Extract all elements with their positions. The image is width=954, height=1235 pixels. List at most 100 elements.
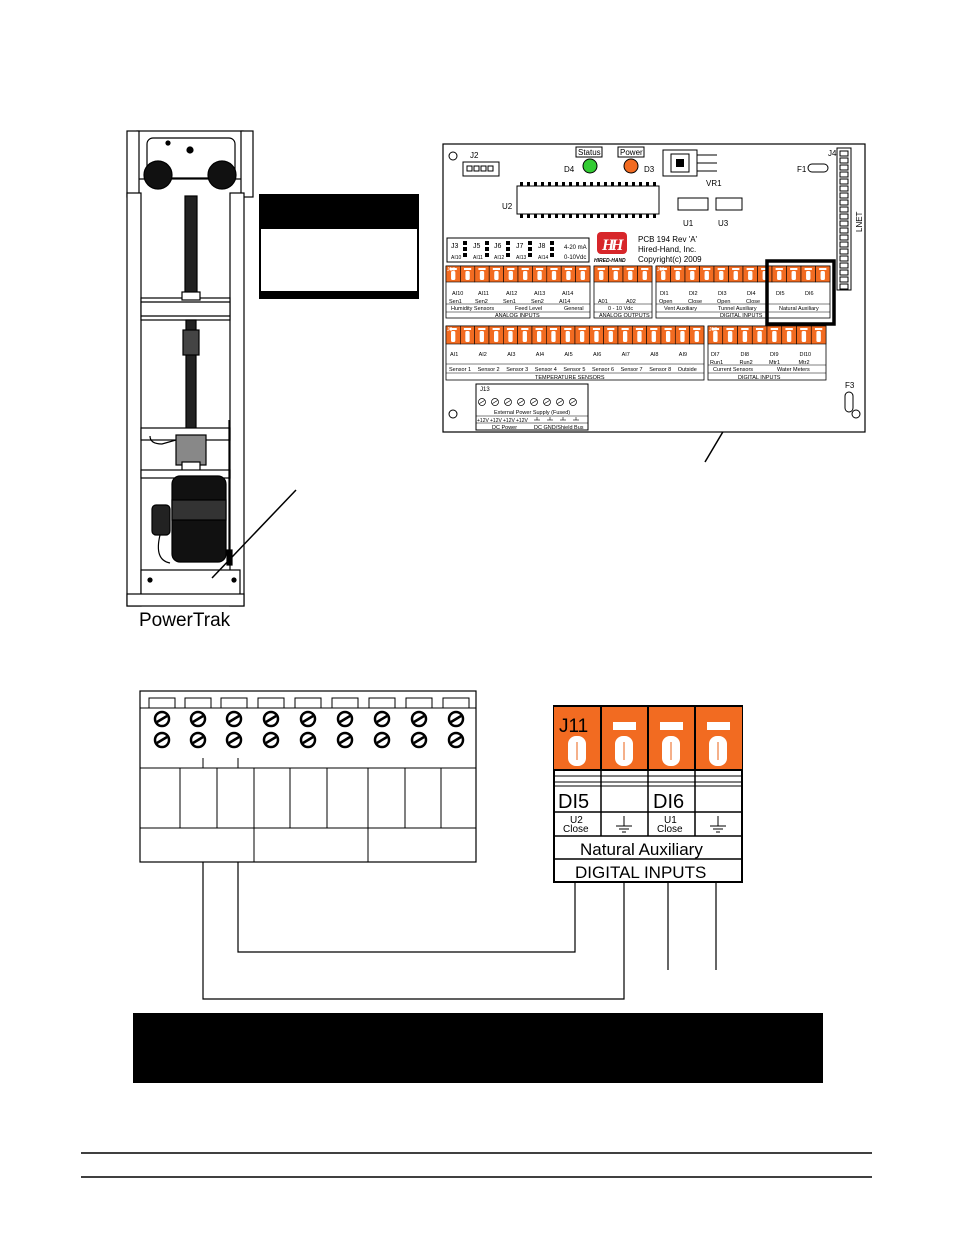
terminal-screw	[742, 331, 748, 342]
temp-label: AI7	[622, 352, 630, 358]
svg-text:HIRED-HAND: HIRED-HAND	[594, 258, 626, 264]
terminal-slot	[711, 328, 720, 330]
terminal-slot	[755, 328, 764, 330]
terminal-screw	[719, 271, 724, 280]
terminal-slot	[674, 268, 682, 270]
terminal-slot	[521, 328, 529, 330]
terminal-slot	[564, 328, 572, 330]
ground-icon	[616, 816, 632, 833]
chip-pin	[527, 182, 530, 186]
terminal-slot	[659, 268, 667, 270]
terminal-slot	[220, 697, 248, 709]
terminal-slot	[761, 268, 769, 270]
chip-pin	[597, 214, 600, 218]
ai-label: AI10	[452, 291, 463, 297]
di-label: DI6	[805, 291, 814, 297]
terminal-screw	[494, 271, 499, 280]
terminal-slot	[626, 268, 634, 270]
chip-pin	[639, 182, 642, 186]
terminal-screw	[733, 271, 738, 280]
header-pin	[839, 164, 849, 171]
temp-label: AI9	[679, 352, 687, 358]
header-pin	[839, 199, 849, 206]
terminal-slot	[678, 328, 687, 330]
terminal-slot	[814, 328, 823, 330]
terminal-slot	[819, 268, 827, 270]
temp-sensor: Outside	[678, 367, 697, 373]
dig-footer: DIGITAL INPUTS	[738, 375, 781, 381]
ao-group: 0 - 10 Vdc	[608, 306, 633, 312]
pointer-line-powertrak	[211, 489, 297, 579]
terminal-slot	[770, 328, 779, 330]
terminal-slot	[607, 328, 615, 330]
chip-pin	[583, 182, 586, 186]
di-sublabel: Open	[717, 299, 730, 305]
jumper-pin	[463, 241, 467, 245]
terminal-slot	[449, 328, 457, 330]
ref-u2: U2	[502, 202, 513, 211]
header-pin	[839, 255, 849, 262]
power-led-icon	[623, 158, 639, 174]
temp-label: AI5	[564, 352, 572, 358]
terminal-slot	[464, 268, 472, 270]
di-label: DI4	[747, 291, 756, 297]
terminal-screw	[637, 331, 642, 342]
terminal-screw	[599, 271, 604, 280]
terminal-screw	[694, 331, 699, 342]
connector-label: J8	[447, 327, 453, 333]
chip-pin	[576, 214, 579, 218]
chip-pin	[646, 214, 649, 218]
temp-sensor: Sensor 6	[592, 367, 614, 373]
di-sublabel: Open	[659, 299, 672, 305]
temp-sensor: Sensor 8	[649, 367, 671, 373]
terminal-slot	[506, 328, 515, 330]
terminal-slot	[641, 268, 649, 270]
ai-group: Feed Level	[515, 306, 542, 312]
j11-group-label: Natural Auxiliary	[580, 840, 703, 859]
terminal-screw	[777, 271, 782, 280]
temp-label: AI6	[593, 352, 601, 358]
jumper-pin	[506, 253, 510, 257]
ai-label: AI11	[478, 291, 489, 297]
power-label: Power	[620, 148, 643, 157]
temp-footer: TEMPERATURE SENSORS	[535, 375, 605, 381]
di-label: DI5	[776, 291, 785, 297]
chip-pin	[618, 182, 621, 186]
terminal-slot	[612, 268, 620, 270]
chip-pin	[653, 182, 656, 186]
ai-sublabel: Sen2	[475, 299, 488, 305]
ai-sublabel: Sen2	[531, 299, 544, 305]
terminal-screw	[465, 331, 470, 342]
ai-group: General	[564, 306, 584, 312]
terminal-screw	[580, 271, 585, 280]
chip-pin	[555, 214, 558, 218]
jumper-sublabel: AI11	[473, 255, 483, 261]
terminal-slot	[257, 697, 285, 709]
terminal-screw	[451, 331, 456, 342]
chip-pin	[583, 214, 586, 218]
terminal-slot	[693, 328, 701, 330]
terminal-slot	[746, 268, 754, 270]
ai-label: AI12	[506, 291, 517, 297]
caption-bar	[133, 1013, 823, 1083]
chip-pin	[520, 214, 523, 218]
pcb-info-2: Hired-Hand, Inc.	[638, 245, 696, 254]
terminal-slot	[592, 328, 601, 330]
jumper-label: J5	[473, 243, 481, 250]
pcb-board: J2 Status D4 Power D3 VR1 U2 U1 U3	[442, 143, 866, 433]
temp-sensor: Sensor 3	[506, 367, 528, 373]
terminal-slot	[707, 722, 730, 730]
terminal-slot	[688, 268, 696, 270]
terminal-slot	[148, 697, 176, 709]
j13-pin-label: +12V	[503, 418, 515, 424]
jumper-pin	[485, 241, 489, 245]
j13-label: J13	[480, 387, 490, 393]
chip-pin	[576, 182, 579, 186]
ao-label: A02	[626, 299, 636, 305]
chip-pin	[625, 214, 628, 218]
chip-pin	[534, 214, 537, 218]
di-group: Vent Auxiliary	[664, 306, 697, 312]
terminal-slot	[703, 268, 711, 270]
header-pin	[839, 227, 849, 234]
